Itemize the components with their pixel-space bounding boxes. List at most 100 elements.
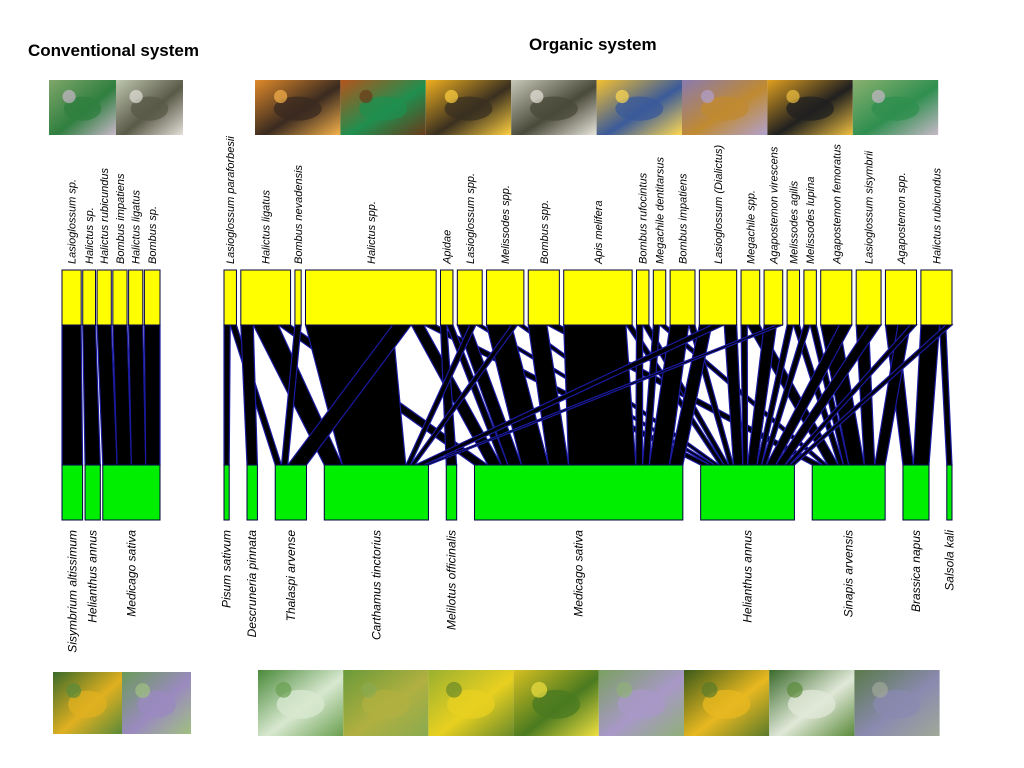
conventional-pollinator-bar-1 [82,269,97,326]
network-labels: Lasioglossum sp.Halictus sp.Halictus rub… [65,136,956,653]
conventional-pollinator-bar-5 [143,269,161,326]
sweat-bee-on-flower-photo [852,80,939,135]
organic-pollinator-label-7: Bombus spp. [539,200,551,264]
organic-pollinator-bar-3 [305,269,437,326]
organic-pollinator-bar-4 [440,269,454,326]
network-bars [61,269,953,521]
organic-pollinator-bar-1 [240,269,292,326]
conventional-plant-label-0: Sisymbrium altissimum [65,530,79,653]
conventional-plant-bar-2 [102,464,161,521]
organic-pollinator-bar-6 [486,269,525,326]
organic-plant-label-3: Carthamus tinctorius [369,530,383,640]
organic-pollinator-bar-19 [884,269,918,326]
organic-pollinator-label-0: Lasioglossum paraforbesii [225,136,237,264]
organic-pollinator-bar-8 [563,269,633,326]
conventional-link-4-2 [128,324,147,466]
organic-pollinator-bar-5 [456,269,483,326]
bumble-bee-photo [767,80,853,135]
organic-pollinator-label-17: Agapostemon femoratus [831,144,843,265]
yellow-blossom-photo [513,670,599,736]
conventional-system-title: Conventional system [28,41,199,60]
organic-plant-bar-1 [246,464,258,521]
organic-pollinator-bar-15 [786,269,801,326]
organic-pollinator-label-5: Lasioglossum spp. [465,173,477,264]
organic-system-title: Organic system [529,35,657,54]
plant-photo-strip [53,670,940,736]
green-bee-on-sunflower-photo [340,80,426,135]
interaction-links [61,324,954,466]
organic-pollinator-bar-0 [223,269,237,326]
organic-pollinator-bar-13 [740,269,761,326]
organic-plant-label-0: Pisum sativum [220,530,234,608]
organic-pollinator-bar-14 [763,269,784,326]
organic-plant-bar-5 [473,464,684,521]
sunflower-photo [684,670,770,736]
honey-bee-on-purple-flower-photo [682,80,768,135]
organic-pollinator-label-16: Melissodes lupina [805,177,817,264]
organic-pollinator-bar-16 [803,269,817,326]
conventional-pollinator-label-4: Halictus ligatus [131,190,143,264]
purple-flower-plant-photo [854,670,940,736]
organic-plant-label-1: Descruneria pinnata [245,530,259,638]
organic-plant-label-8: Brassica napus [909,530,923,612]
conventional-pollinator-label-1: Halictus sp. [84,207,96,264]
organic-pollinator-label-14: Agapostemon virescens [768,146,780,265]
organic-plant-bar-9 [946,464,953,521]
conventional-plant-label-2: Medicago sativa [124,530,138,617]
white-flower-plant-photo [769,670,855,736]
organic-pollinator-label-4: Apidae [442,230,454,265]
conventional-plant-label-1: Helianthus annus [86,530,100,623]
pollinator-photo-strip [49,80,939,135]
sweat-bee-green-photo [49,80,116,135]
bee-on-white-flower-photo [511,80,597,135]
organic-plant-label-4: Melilotus officinalis [444,530,458,630]
conventional-pollinator-label-5: Bombus sp. [147,206,159,264]
blue-banded-bee-photo [596,80,682,135]
organic-plant-bar-0 [223,464,230,521]
organic-plant-label-6: Helianthus annus [741,530,755,623]
conventional-pollinator-label-2: Halictus rubicundus [99,168,111,264]
bee-on-flower-photo [116,80,183,135]
conventional-pollinator-bar-3 [112,269,128,326]
organic-pollinator-label-8: Apis melifera [593,200,605,265]
organic-link-20-9 [938,324,953,466]
conventional-pollinator-bar-4 [128,269,144,326]
organic-pollinator-label-1: Halictus ligatus [261,190,273,264]
organic-pollinator-bar-10 [652,269,667,326]
organic-plant-label-7: Sinapis arvensis [842,530,856,617]
organic-pollinator-label-6: Melissodes spp. [500,185,512,264]
organic-plant-label-9: Salsola kali [942,530,956,591]
organic-pollinator-bar-17 [820,269,853,326]
organic-pollinator-label-2: Bombus nevadensis [293,164,305,264]
organic-pollinator-bar-20 [920,269,953,326]
conventional-pollinator-bar-2 [96,269,112,326]
organic-pollinator-label-9: Bombus rufocintus [638,172,650,264]
organic-plant-bar-6 [700,464,795,521]
organic-pollinator-bar-7 [527,269,560,326]
organic-pollinator-label-13: Megachile spp. [745,190,757,264]
yellow-flower-field-photo [428,670,514,736]
organic-plant-bar-3 [323,464,429,521]
organic-pollinator-bar-18 [855,269,882,326]
pea-plant-photo [258,670,344,736]
conventional-pollinator-bar-0 [61,269,82,326]
conventional-plant-bar-0 [61,464,84,521]
organic-pollinator-bar-11 [669,269,696,326]
bee-on-yellow-flower-photo [425,80,512,135]
organic-plant-label-5: Medicago sativa [572,530,586,617]
organic-plant-label-2: Thalaspi arvense [284,530,298,622]
organic-link-9-5 [635,324,644,466]
organic-pollinator-bar-9 [636,269,650,326]
organic-pollinator-label-11: Bombus impatiens [678,173,690,264]
organic-pollinator-label-15: Melissodes agilis [788,180,800,264]
organic-pollinator-label-10: Megachile dentitarsus [655,156,667,264]
organic-pollinator-label-20: Halictus rubicundus [931,168,943,264]
organic-pollinator-label-18: Lasioglossum sisymbrii [864,150,876,264]
conventional-plant-bar-1 [84,464,101,521]
organic-pollinator-label-19: Agapostemon spp. [896,172,908,265]
alfalfa-bloom-photo [598,670,684,736]
sunflower-field-photo [53,672,122,734]
organic-plant-bar-8 [902,464,930,521]
organic-plant-bar-4 [445,464,458,521]
